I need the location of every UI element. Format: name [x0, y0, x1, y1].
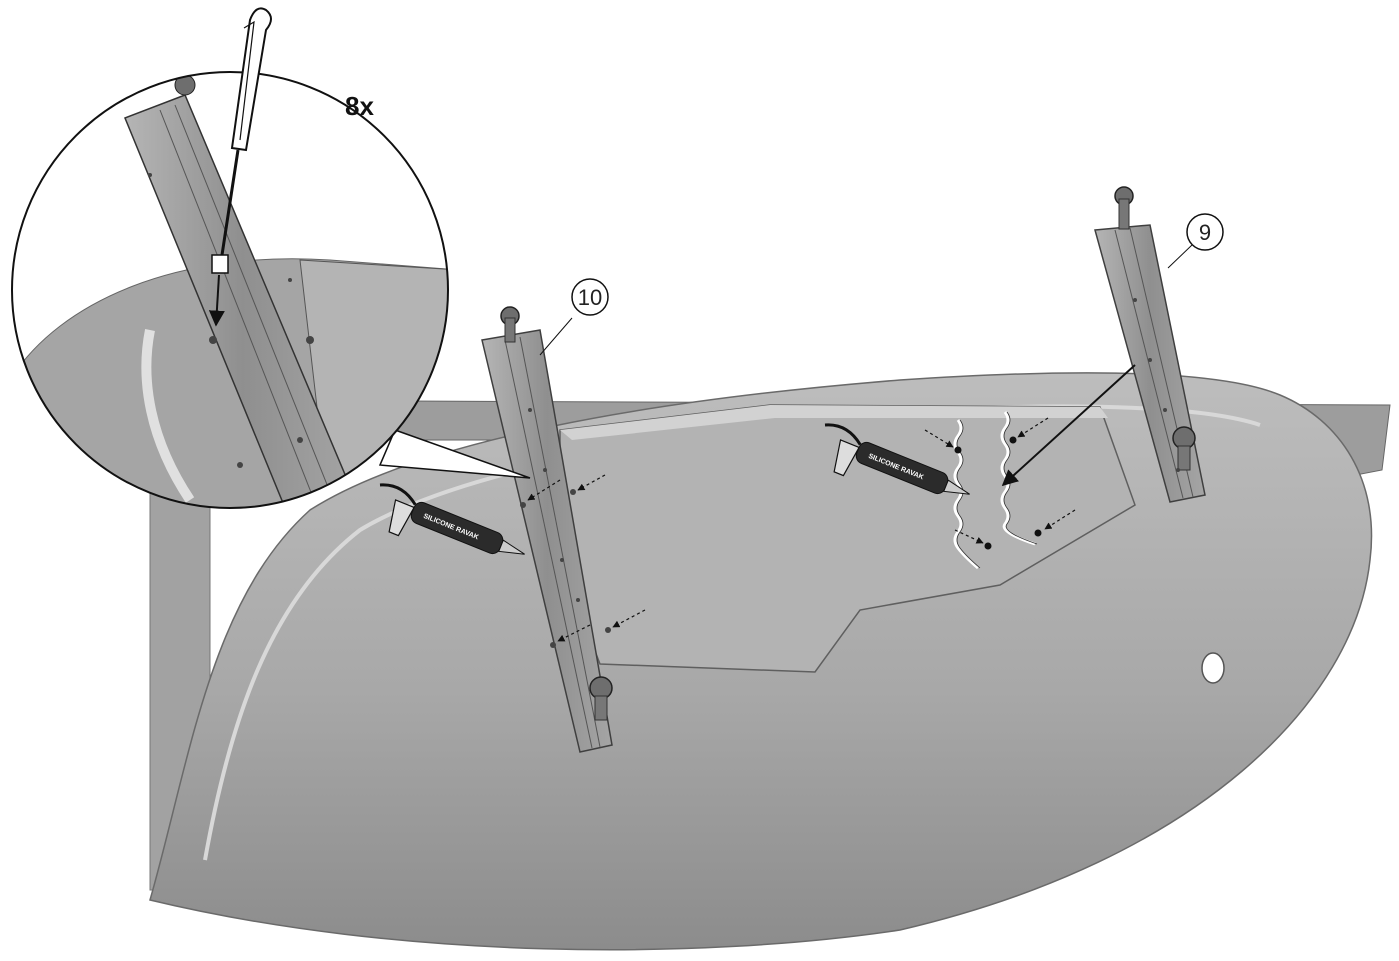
screwdriver-icon: [208, 7, 272, 327]
detail-zoom-circle: [11, 71, 531, 509]
pointer-arrow: [1001, 364, 1136, 487]
drain-hole: [1201, 652, 1225, 684]
silicone-dots-right: [954, 436, 1042, 550]
callout-right-leg: 9: [1167, 213, 1224, 269]
support-rail-right: [1094, 186, 1206, 503]
dotted-arrows-right: [924, 417, 1076, 544]
silicone-gun-icon: SILICONE RAVAK: [824, 423, 970, 495]
support-rail-left: [481, 306, 613, 753]
part-number-10: 10: [578, 285, 602, 310]
dotted-arrows-left: [527, 474, 646, 642]
callout-left-leg: 10: [539, 278, 609, 356]
screw-count-label: 8x: [345, 91, 374, 121]
part-number-9: 9: [1199, 220, 1211, 245]
